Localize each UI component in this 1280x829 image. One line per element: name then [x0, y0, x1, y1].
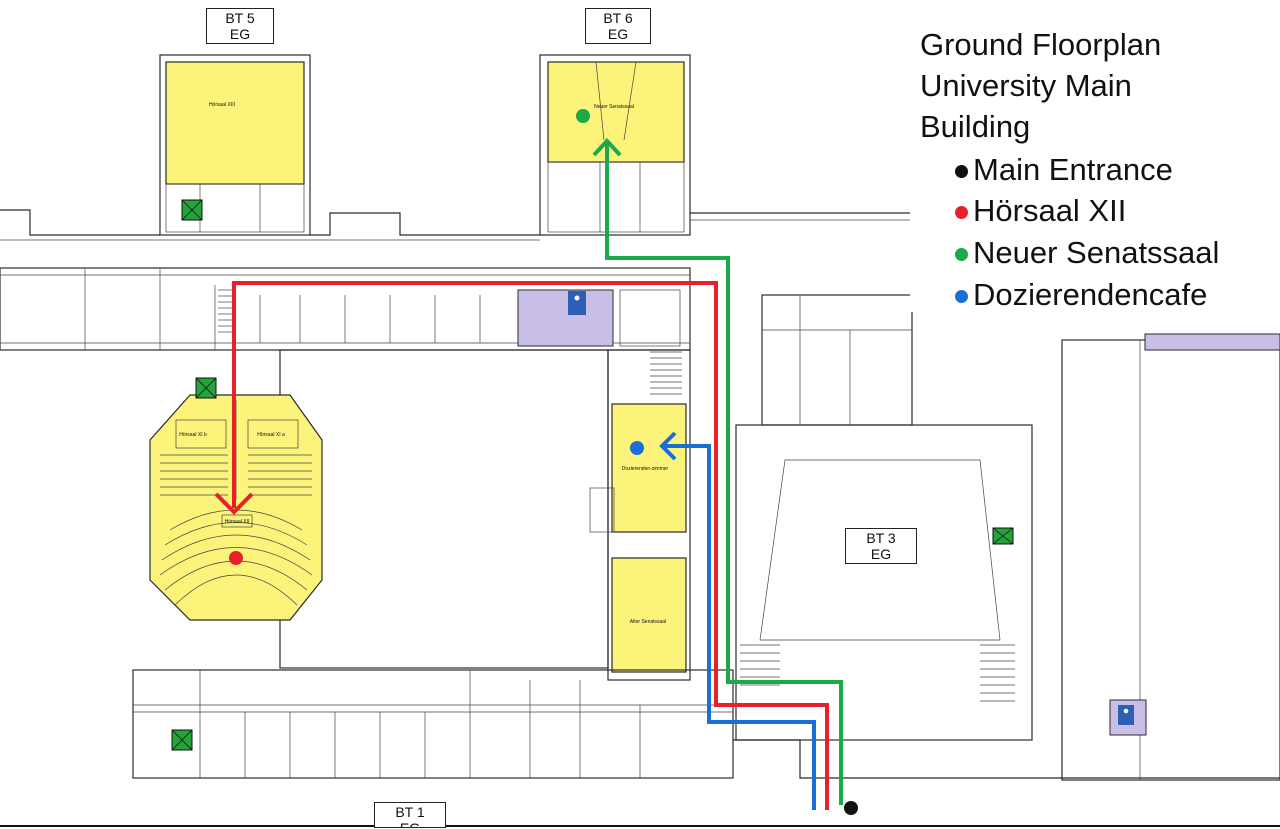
label-alter-senatssaal: Alter Senatssaal: [630, 619, 666, 625]
room-alter-senatssaal[interactable]: [611, 557, 687, 673]
bottom-corridor: [132, 669, 1280, 779]
building-bt5: [159, 54, 311, 236]
main-block: [0, 267, 691, 351]
building-bt6: [539, 54, 691, 236]
legend: Ground Floorplan University Main Buildin…: [910, 20, 1270, 312]
marker-dozierendencafe[interactable]: [630, 441, 644, 455]
legend-title-line-2: University Main: [920, 68, 1132, 103]
legend-item-neuer-senatssaal: Neuer Senatssaal: [973, 235, 1220, 270]
label-bt1: BT 1 EG: [374, 802, 446, 828]
marker-main-entrance[interactable]: [844, 801, 858, 815]
courtyard: [279, 349, 691, 681]
room-hoersaal-xiii[interactable]: [165, 61, 305, 185]
legend-title-line-3: Building: [920, 109, 1031, 144]
building-bt3: [735, 294, 1280, 781]
accessible-toilet-icon: [568, 291, 586, 315]
legend-item-main-entrance: Main Entrance: [973, 152, 1173, 187]
marker-neuer-senatssaal[interactable]: [576, 109, 590, 123]
label-hoersaal-xi-a: Hörsaal XI a: [257, 432, 285, 438]
room-dozierendenzimmer[interactable]: [611, 403, 687, 533]
accessible-toilet-icon: [1118, 705, 1134, 725]
marker-hoersaal-xii[interactable]: [229, 551, 243, 565]
route-hoersaal-xii: [214, 281, 829, 810]
legend-dot-main-entrance: [955, 165, 968, 178]
label-bt5: BT 5 EG: [206, 8, 274, 44]
label-hoersaal-xi-b: Hörsaal XI b: [179, 432, 207, 438]
label-hoersaal-xii: Hörsaal XII: [225, 519, 250, 525]
legend-item-hoersaal-xii: Hörsaal XII: [973, 193, 1127, 228]
legend-dot-dozierendencafe: [955, 290, 968, 303]
route-neuer-senatssaal: [576, 109, 843, 805]
legend-title-line-1: Ground Floorplan: [920, 27, 1162, 62]
top-corridor: [0, 209, 910, 241]
label-bt3: BT 3 EG: [845, 528, 917, 564]
legend-dot-hoersaal-xii: [955, 206, 968, 219]
legend-item-dozierendencafe: Dozierendencafe: [973, 277, 1208, 312]
label-neuer-senatssaal: Neuer Senatssaal: [594, 104, 634, 110]
label-dozierendenzimmer: Dozierenden-zimmer: [622, 466, 669, 472]
legend-dot-neuer-senatssaal: [955, 248, 968, 261]
room-neuer-senatssaal[interactable]: [547, 61, 685, 163]
label-bt6: BT 6 EG: [585, 8, 651, 44]
route-dozierendencafe: [630, 431, 816, 810]
restroom-block: [517, 289, 614, 347]
label-hoersaal-xiii: Hörsaal XIII: [209, 102, 235, 108]
